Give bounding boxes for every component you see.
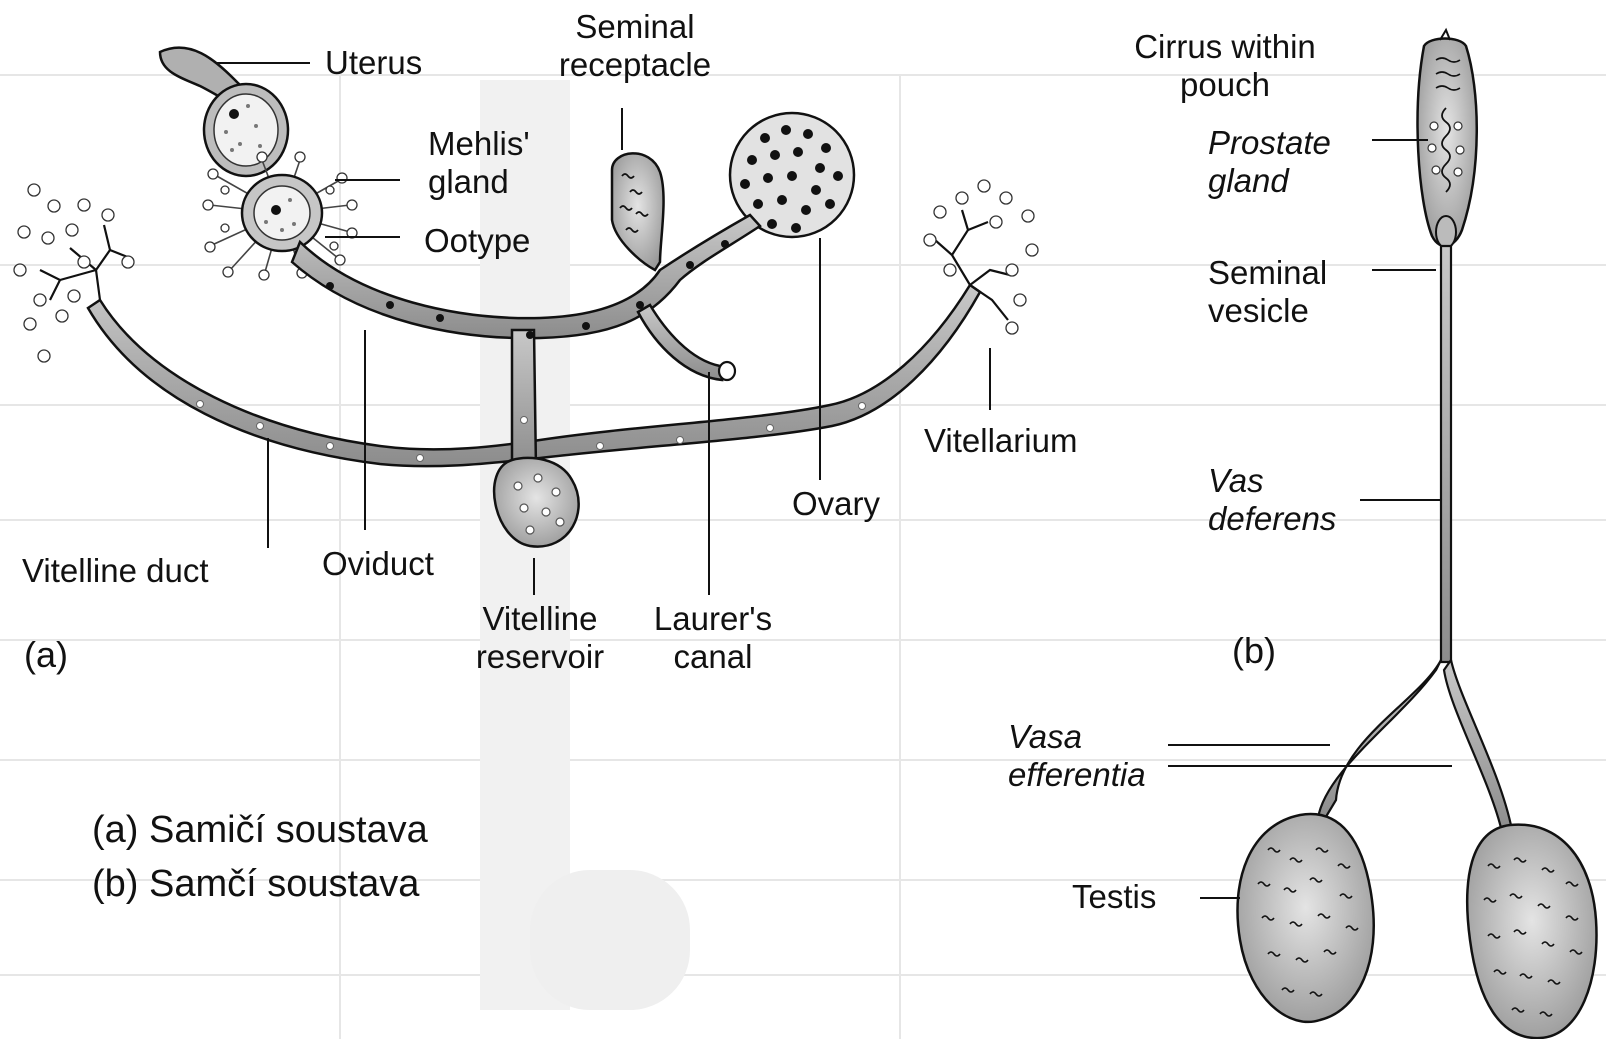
testis-left	[1238, 814, 1374, 1022]
label-seminal-vesicle: Seminal vesicle	[1208, 254, 1327, 330]
label-vitellarium: Vitellarium	[924, 422, 1077, 460]
label-ootype: Ootype	[424, 222, 530, 260]
vitelline-reservoir	[494, 458, 579, 547]
label-ovary: Ovary	[792, 485, 880, 523]
label-prostate-gland: Prostate gland	[1208, 124, 1331, 200]
label-vasa-efferentia: Vasa efferentia	[1008, 718, 1146, 794]
label-cirrus-within-pouch: Cirrus within pouch	[1110, 28, 1340, 104]
panel-tag-b: (b)	[1232, 632, 1276, 670]
ducts	[88, 215, 980, 470]
label-mehlis-gland: Mehlis' gland	[428, 125, 530, 201]
vas-deferens	[1318, 246, 1512, 832]
panel-tag-a: (a)	[24, 636, 68, 674]
testis-right	[1467, 825, 1596, 1038]
label-oviduct: Oviduct	[322, 545, 434, 583]
caption-male-system: (b) Samčí soustava	[92, 862, 419, 906]
vitellarium-right	[924, 180, 1038, 334]
label-uterus: Uterus	[325, 44, 422, 82]
caption-female-system: (a) Samičí soustava	[92, 808, 428, 852]
label-laurers-canal: Laurer's canal	[648, 600, 778, 676]
label-vitelline-reservoir: Vitelline reservoir	[460, 600, 620, 676]
label-vas-deferens: Vas deferens	[1208, 462, 1336, 538]
label-testis: Testis	[1072, 878, 1156, 916]
uterus	[160, 48, 288, 176]
seminal-receptacle	[612, 153, 664, 270]
label-seminal-receptacle: Seminal receptacle	[540, 8, 730, 84]
label-vitelline-duct: Vitelline duct	[22, 552, 209, 590]
